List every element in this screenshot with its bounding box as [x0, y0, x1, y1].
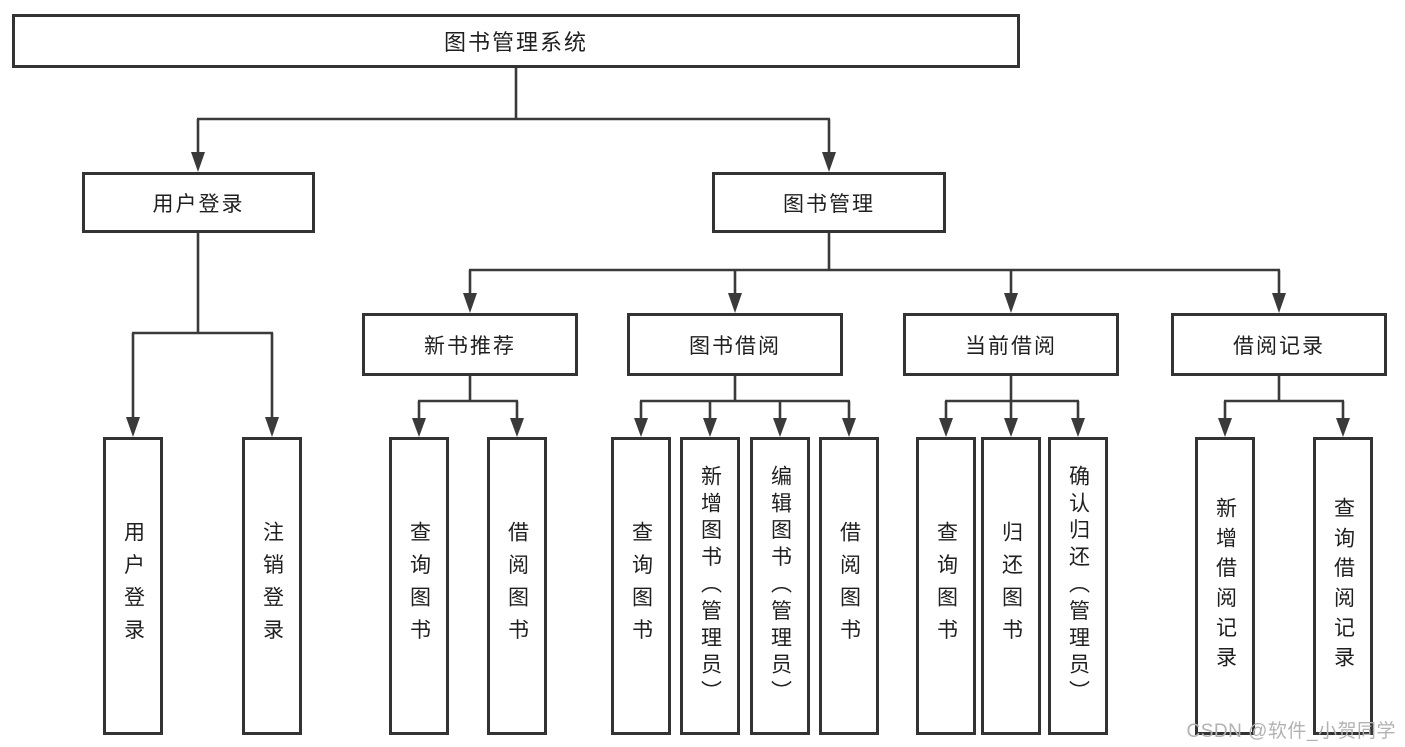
node-borrow-books-leaf-label: 借阅图书 [837, 520, 861, 652]
node-logout-label: 注销登录 [260, 520, 284, 652]
node-user-login-leaf: 用户登录 [103, 437, 163, 735]
node-add-book-admin-label: 新增图书（管理员） [698, 465, 722, 707]
node-confirm-return-admin: 确认归还（管理员） [1048, 437, 1108, 735]
node-add-book-admin: 新增图书（管理员） [680, 437, 740, 735]
node-new-book-recommend: 新书推荐 [362, 313, 578, 376]
node-root: 图书管理系统 [12, 14, 1020, 68]
node-query-borrow-record-label: 查询借阅记录 [1331, 496, 1355, 676]
node-book-borrow: 图书借阅 [627, 313, 843, 376]
node-new-book-recommend-label: 新书推荐 [424, 334, 516, 358]
connector-new-book-to-children [412, 376, 524, 437]
node-borrow-books-recommend-label: 借阅图书 [505, 520, 529, 652]
node-query-books-borrow-label: 查询图书 [629, 520, 653, 652]
node-current-borrow: 当前借阅 [903, 313, 1119, 376]
node-query-books-recommend-label: 查询图书 [407, 520, 431, 652]
node-return-books-label: 归还图书 [999, 520, 1023, 652]
node-edit-book-admin: 编辑图书（管理员） [750, 437, 810, 735]
node-query-borrow-record: 查询借阅记录 [1313, 437, 1373, 735]
node-borrow-records-label: 借阅记录 [1233, 334, 1325, 358]
node-add-borrow-record-label: 新增借阅记录 [1213, 496, 1237, 676]
node-borrow-books-recommend: 借阅图书 [487, 437, 547, 735]
node-logout: 注销登录 [242, 437, 302, 735]
node-edit-book-admin-label: 编辑图书（管理员） [768, 465, 792, 707]
node-return-books: 归还图书 [981, 437, 1041, 735]
node-add-borrow-record: 新增借阅记录 [1195, 437, 1255, 735]
node-book-management: 图书管理 [712, 172, 946, 233]
node-borrow-books-leaf: 借阅图书 [819, 437, 879, 735]
node-query-books-borrow: 查询图书 [611, 437, 671, 735]
connector-root-to-level2 [191, 68, 836, 172]
node-query-books-recommend: 查询图书 [389, 437, 449, 735]
node-book-management-label: 图书管理 [783, 192, 875, 216]
node-book-borrow-label: 图书借阅 [689, 334, 781, 358]
connector-current-borrow-to-children [939, 376, 1085, 437]
node-query-books-current: 查询图书 [916, 437, 976, 735]
node-user-login-label: 用户登录 [152, 192, 245, 216]
connector-user-login-to-children [126, 233, 279, 437]
node-confirm-return-admin-label: 确认归还（管理员） [1066, 465, 1090, 707]
node-user-login-leaf-label: 用户登录 [121, 520, 145, 652]
node-user-login: 用户登录 [82, 172, 315, 233]
connector-borrow-records-to-children [1218, 376, 1350, 437]
connector-book-borrow-to-children [634, 376, 856, 437]
node-query-books-current-label: 查询图书 [934, 520, 958, 652]
node-current-borrow-label: 当前借阅 [965, 334, 1057, 358]
node-borrow-records: 借阅记录 [1171, 313, 1387, 376]
node-root-label: 图书管理系统 [443, 30, 588, 55]
connector-book-management-to-level3 [463, 233, 1286, 313]
